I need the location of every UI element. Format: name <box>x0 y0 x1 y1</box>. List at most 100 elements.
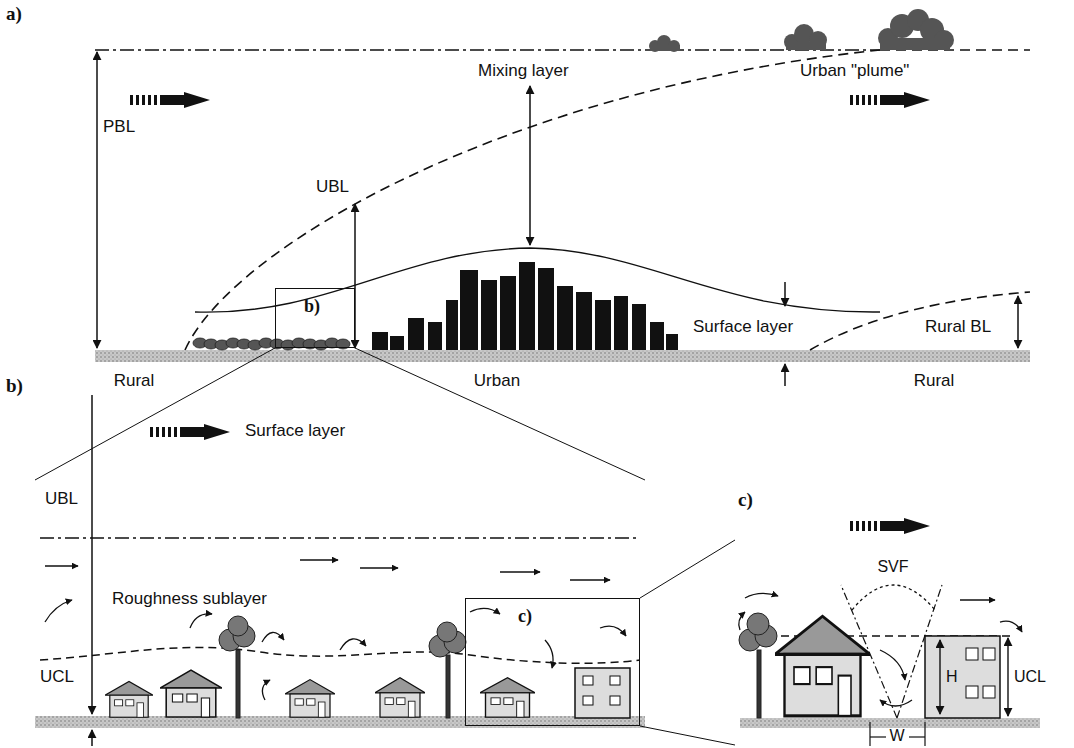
drawing-stroke <box>924 722 925 746</box>
drawing-stroke <box>481 280 497 350</box>
drawing-stroke <box>446 655 450 718</box>
zoom-box: c) <box>465 598 640 726</box>
panel-letter: a) <box>6 4 22 25</box>
drawing-stroke <box>869 722 870 746</box>
drawing-stroke <box>614 296 628 350</box>
drawing-stroke <box>372 332 388 350</box>
drawing-stroke <box>583 696 593 705</box>
tree <box>739 613 777 718</box>
drawing-stroke <box>236 650 240 718</box>
drawing-stroke <box>786 42 826 50</box>
drawing-stroke <box>500 571 540 572</box>
drawing-stroke <box>880 700 912 706</box>
drawing-stroke <box>925 636 1000 718</box>
layer-label: Rural <box>114 372 155 391</box>
drawing-stroke <box>610 696 620 705</box>
drawing-stroke <box>262 680 270 700</box>
drawing-stroke <box>880 38 950 50</box>
drawing-stroke <box>390 336 404 350</box>
layer-label: Surface layer <box>693 318 793 337</box>
drawing-stroke <box>190 614 212 628</box>
drawing-stroke <box>757 650 761 718</box>
drawing-stroke <box>470 608 500 614</box>
layer-label: Rural <box>914 372 955 391</box>
drawing-stroke <box>983 686 995 698</box>
house <box>160 670 222 717</box>
panel-b <box>35 395 735 746</box>
house <box>285 680 335 718</box>
drawing-stroke <box>545 640 553 668</box>
layer-label: H <box>946 668 958 686</box>
rural-bl-arrow <box>1017 296 1019 348</box>
panel-letter: c) <box>518 607 532 627</box>
drawing-stroke <box>966 686 978 698</box>
surface-layer-arrow <box>784 364 786 386</box>
zoom-line <box>355 348 645 480</box>
drawing-stroke <box>428 322 442 350</box>
layer-label: Rural BL <box>925 318 991 337</box>
ucl-arrow <box>91 730 93 746</box>
drawing-stroke <box>966 648 978 660</box>
drawing-stroke <box>575 668 630 718</box>
flow-arrows <box>739 593 1022 706</box>
drawing-stroke <box>576 292 592 350</box>
zoom-line <box>640 540 735 598</box>
house <box>105 682 153 718</box>
city-buildings <box>372 262 678 350</box>
drawing-stroke <box>909 736 925 737</box>
surface-layer-arrow <box>784 282 786 306</box>
zoom-box: b) <box>275 288 355 348</box>
roughness-top-line <box>40 537 640 539</box>
building <box>575 668 630 718</box>
tree <box>219 616 466 718</box>
drawing-stroke <box>960 599 995 600</box>
ubl-arrow <box>91 395 93 714</box>
sky-view-lines <box>841 585 942 718</box>
drawing-stroke <box>583 676 593 685</box>
panel-letter: b) <box>6 376 23 397</box>
drawing-stroke <box>228 616 248 636</box>
layer-label: UCL <box>1014 668 1046 686</box>
drawing-stroke <box>870 736 886 737</box>
panel-c <box>739 518 1040 746</box>
drawing-stroke <box>557 286 573 350</box>
mixing-layer-arrow <box>529 86 531 245</box>
width-dimension <box>870 722 925 746</box>
ucl-arrow <box>1007 638 1008 716</box>
drawing-stroke <box>460 270 478 350</box>
layer-label: Urban <box>474 372 520 391</box>
panel-letter: c) <box>738 490 753 511</box>
drawing-stroke <box>519 262 535 350</box>
drawing-stroke <box>45 600 72 622</box>
layer-label: SVF <box>877 558 908 576</box>
svf-arc <box>852 585 935 610</box>
clouds <box>649 9 954 52</box>
drawing-stroke <box>45 565 78 566</box>
drawing-stroke <box>538 268 554 350</box>
house <box>775 616 870 716</box>
layer-label: Surface layer <box>245 422 345 441</box>
drawing-stroke <box>408 318 424 350</box>
drawing-stroke <box>983 648 995 660</box>
rural-trees <box>193 338 350 350</box>
layer-label: W <box>889 727 904 745</box>
house <box>375 678 425 717</box>
wind-arrow <box>130 92 210 108</box>
drawing-stroke <box>650 322 664 350</box>
drawing-stroke <box>446 300 458 350</box>
layer-label: Roughness sublayer <box>112 590 267 609</box>
drawing-stroke <box>747 613 769 635</box>
drawing-stroke <box>500 276 516 350</box>
drawing-stroke <box>745 593 778 598</box>
panel-a <box>35 9 1030 480</box>
drawing-stroke <box>595 300 611 350</box>
layer-label: UCL <box>40 668 74 687</box>
drawing-stroke <box>360 567 398 568</box>
ground-strip <box>740 718 1040 728</box>
drawing-stroke <box>570 579 610 580</box>
wind-arrow <box>850 518 930 534</box>
drawing-stroke <box>437 622 457 642</box>
zoom-line <box>35 348 275 480</box>
